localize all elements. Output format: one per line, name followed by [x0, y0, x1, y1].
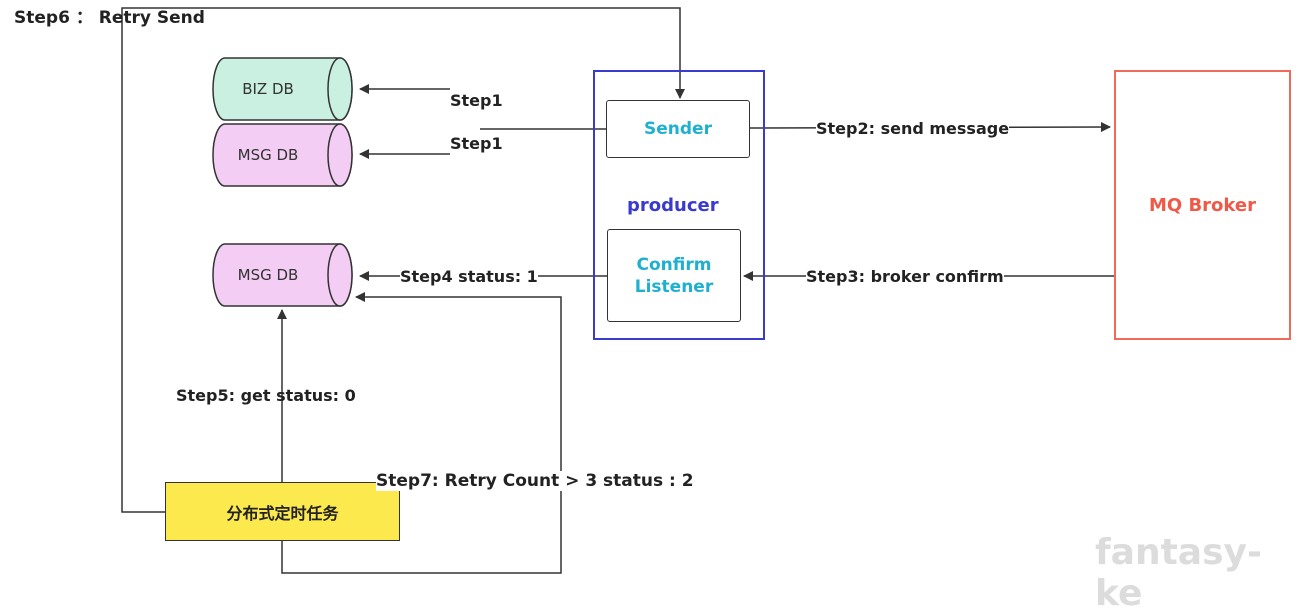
step2-label: Step2: send message [816, 119, 1010, 138]
sender-box: Sender [606, 100, 750, 158]
step4-label: Step4 status: 1 [400, 267, 538, 286]
scheduled-task-label: 分布式定时任务 [226, 503, 339, 523]
biz-db-label: BIZ DB [242, 80, 294, 98]
biz-db-cylinder [212, 57, 353, 121]
producer-container [593, 70, 765, 340]
msg-db-label-bottom: MSG DB [237, 266, 299, 284]
scheduled-task-box: 分布式定时任务 [165, 482, 400, 541]
msg-db-top-cylinder [212, 123, 353, 187]
step7-label: Step7: Retry Count > 3 status : 2 [376, 471, 694, 491]
step5-label: Step5: get status: 0 [176, 386, 356, 405]
msg-db-label-top: MSG DB [237, 146, 299, 164]
step1-label-msg: Step1 [450, 134, 503, 153]
mq-broker-label: MQ Broker [1148, 194, 1256, 216]
watermark: fantasy-ke [1095, 532, 1262, 614]
producer-label: producer [627, 195, 719, 216]
msg-db-bottom-cylinder [212, 243, 353, 307]
confirm-listener-box: Confirm Listener [607, 229, 741, 322]
sender-label: Sender [644, 119, 712, 139]
step6-arrow [121, 7, 685, 513]
flow-diagram [121, 7, 1114, 574]
step3-label: Step3: broker confirm [806, 267, 1004, 286]
confirm-listener-line2: Listener [634, 276, 714, 297]
mq-broker-box: MQ Broker [1114, 70, 1291, 340]
step7-arrow [281, 292, 562, 574]
step1-label-biz: Step1 [450, 91, 503, 110]
step6-label: Step6 ： Retry Send [14, 8, 205, 28]
confirm-listener-line1: Confirm [636, 254, 712, 275]
